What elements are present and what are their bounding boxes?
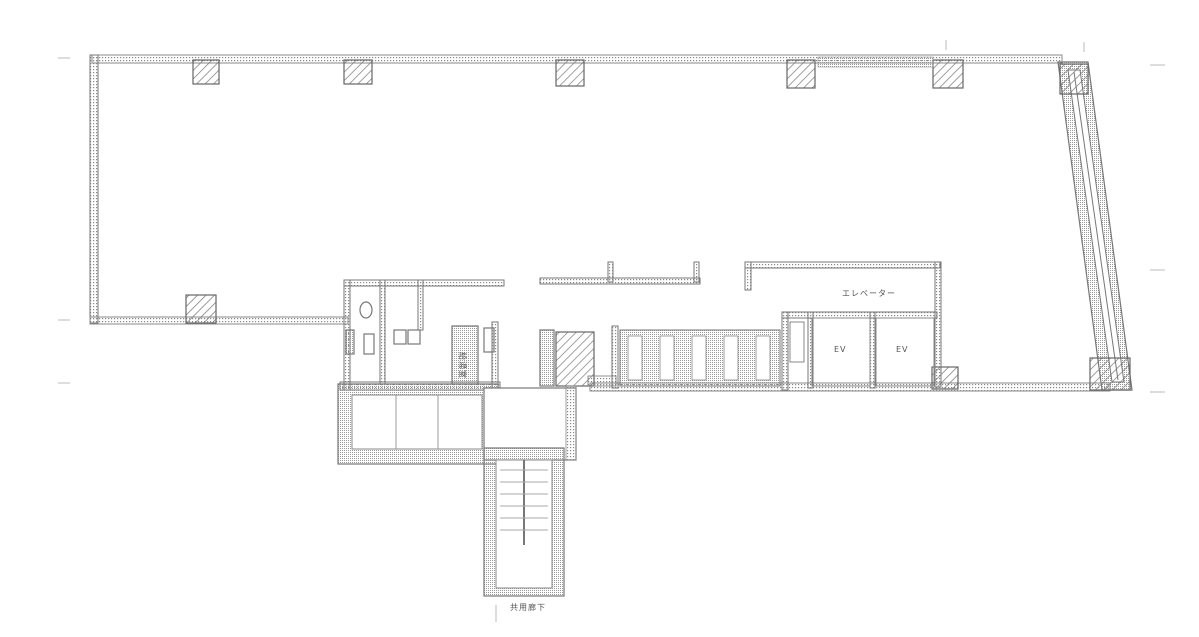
window-band bbox=[817, 56, 934, 68]
bottom-left-wall bbox=[89, 316, 349, 325]
sink-icon bbox=[393, 329, 407, 345]
grid-ticks bbox=[58, 40, 1165, 622]
toilet-icon bbox=[359, 301, 373, 319]
elevator-hall-label: エレベーター bbox=[842, 289, 896, 298]
column bbox=[192, 59, 220, 85]
column bbox=[343, 59, 373, 85]
column bbox=[555, 59, 585, 87]
kitchen-label: 給湯室 bbox=[458, 352, 468, 379]
room-b-label: EV bbox=[896, 345, 909, 354]
column bbox=[1089, 357, 1131, 391]
lower-left-room bbox=[337, 383, 499, 465]
column bbox=[786, 59, 816, 89]
outer-walls bbox=[89, 54, 1133, 392]
column bbox=[1059, 63, 1089, 95]
column bbox=[932, 59, 964, 89]
sink-icon bbox=[407, 329, 421, 345]
toilet-fixtures bbox=[345, 301, 555, 387]
stair-shaft bbox=[483, 385, 577, 597]
room-a-label: EV bbox=[834, 345, 847, 354]
left-wall bbox=[89, 54, 99, 324]
column bbox=[185, 294, 217, 324]
entrance-label: 共用廊下 bbox=[510, 602, 546, 612]
stair-treads bbox=[587, 329, 781, 387]
columns bbox=[185, 59, 1131, 391]
elevator-rooms bbox=[789, 317, 935, 387]
